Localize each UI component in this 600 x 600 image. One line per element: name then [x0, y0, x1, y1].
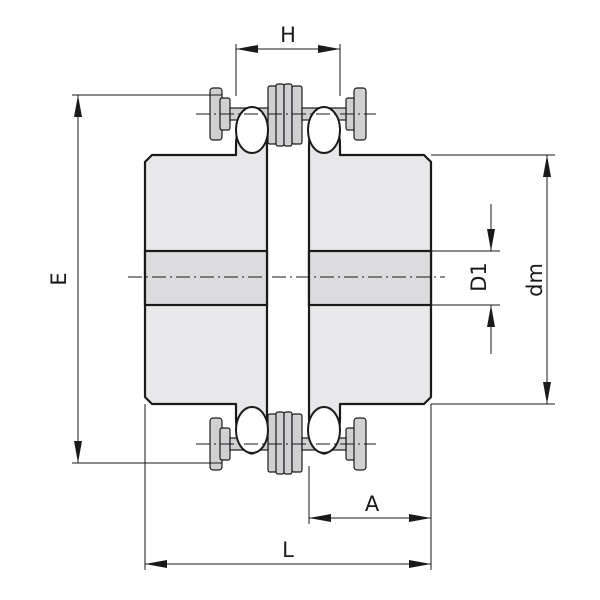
label-d1: D1 [467, 262, 491, 292]
left-hub-bore [143, 249, 269, 307]
dimension-a: A [308, 404, 432, 570]
bottom-chain [209, 406, 367, 475]
top-right-roller [307, 106, 341, 154]
dimension-l: L [144, 404, 431, 570]
label-e: E [47, 272, 71, 285]
bottom-right-roller [307, 406, 341, 454]
right-hub-bore [307, 249, 433, 307]
label-a: A [365, 492, 380, 516]
dimension-h: H [235, 23, 341, 96]
label-h: H [280, 23, 296, 47]
top-left-roller [235, 106, 269, 154]
dimension-e: E [47, 94, 222, 464]
top-chain [209, 83, 367, 154]
dimension-dm: dm [431, 154, 555, 405]
label-dm: dm [523, 263, 547, 297]
dimension-d1: D1 [431, 204, 500, 354]
label-l: L [282, 538, 294, 562]
bottom-left-roller [235, 406, 269, 454]
